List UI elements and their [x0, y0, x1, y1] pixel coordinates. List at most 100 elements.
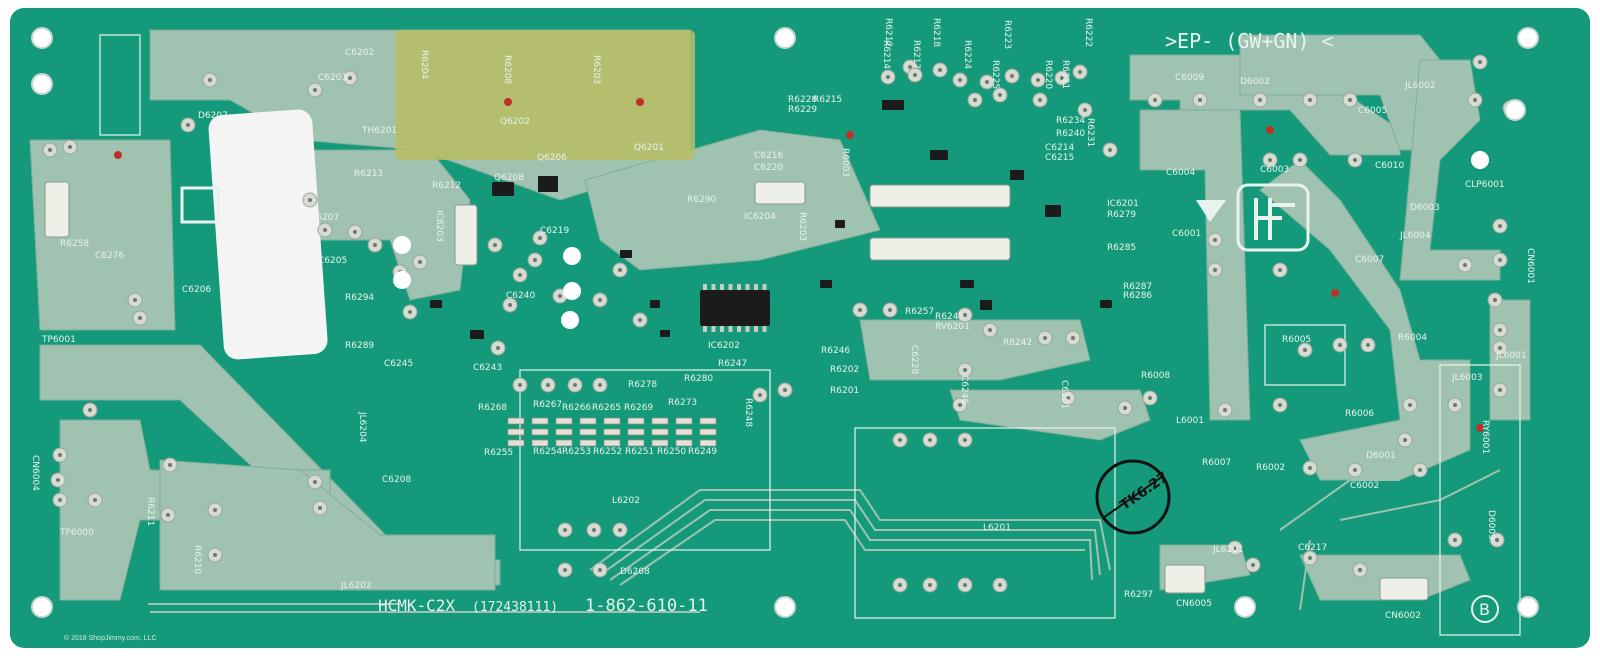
pad-hole: [1233, 546, 1237, 550]
ref-label-c6207: C6207: [310, 213, 339, 223]
resistor-row: [579, 417, 597, 425]
ref-label-q6206: Q6206: [537, 153, 567, 163]
pad-hole: [1353, 468, 1357, 472]
ref-label-ic6203: IC6203: [434, 210, 444, 242]
pad-hole: [1198, 98, 1202, 102]
ref-label-r6204: R6204: [419, 50, 429, 79]
pad-hole: [998, 93, 1002, 97]
ref-label-r6003: R6003: [840, 148, 850, 177]
ref-label-c6206: C6206: [182, 285, 211, 295]
corner-mark-letter: B: [1479, 600, 1490, 619]
ref-label-c6243: C6243: [473, 363, 502, 373]
pad-hole: [592, 528, 596, 532]
ic-pin: [728, 284, 733, 290]
resistor-row: [675, 439, 693, 447]
reference-labels: C6202C6203D6207TH6201Q6202Q6201Q6208Q620…: [30, 18, 1535, 621]
pad-hole: [998, 583, 1002, 587]
pad-hole: [508, 303, 512, 307]
pad-hole: [1453, 403, 1457, 407]
ref-label-r6002: R6002: [1256, 463, 1285, 473]
ref-label-c6001: C6001: [1172, 229, 1201, 239]
ref-label-d6003: D6003: [1410, 203, 1440, 213]
ref-label-c6240: C6240: [506, 291, 535, 301]
ref-label-r6253: R6253: [562, 447, 591, 457]
ref-label-r6215: R6215: [813, 95, 842, 105]
red-mark: [1331, 289, 1339, 297]
ref-label-r6268: R6268: [478, 403, 507, 413]
pad-hole: [888, 308, 892, 312]
pad-hole: [1498, 388, 1502, 392]
red-mark: [1476, 424, 1484, 432]
pad-hole: [1495, 538, 1499, 542]
through-hole: [563, 282, 581, 300]
pad-hole: [493, 243, 497, 247]
resistor-row: [507, 439, 525, 447]
ref-label-ic6204: IC6204: [744, 212, 776, 222]
pad-hole: [618, 268, 622, 272]
ref-label-r6249: R6249: [688, 447, 717, 457]
ref-label-r6210: R6210: [192, 545, 202, 574]
resistor-row: [531, 439, 549, 447]
through-hole: [393, 271, 411, 289]
pad-hole: [1010, 74, 1014, 78]
ref-label-d6009: D6009: [1486, 510, 1496, 540]
ref-label-r6279: R6279: [1107, 210, 1136, 220]
pad-hole: [1223, 408, 1227, 412]
resistor-row: [651, 417, 669, 425]
pad-hole: [1473, 98, 1477, 102]
ref-label-q6202: Q6202: [500, 117, 530, 127]
pad-hole: [168, 463, 172, 467]
ref-label-l6001: L6001: [1176, 416, 1204, 426]
pad-hole: [138, 316, 142, 320]
ref-label-tp6001: TP6001: [41, 335, 76, 345]
through-hole: [1471, 151, 1489, 169]
smd-part: [1010, 170, 1024, 180]
fine-traces: [148, 469, 1501, 613]
ref-label-d6002: D6002: [1240, 77, 1270, 87]
pad-hole: [1308, 466, 1312, 470]
ref-label-jl6202: JL6202: [340, 581, 372, 591]
ic-pin: [711, 284, 716, 290]
pad-hole: [353, 230, 357, 234]
pad-hole: [898, 583, 902, 587]
pad-hole: [1278, 268, 1282, 272]
pad-hole: [308, 198, 312, 202]
pad-hole: [373, 243, 377, 247]
ref-label-r6286: R6286: [1123, 291, 1152, 301]
ref-label-jl6003: JL6003: [1451, 373, 1483, 383]
ref-label-th6201: TH6201: [361, 126, 397, 136]
ref-label-r6258: R6258: [60, 239, 89, 249]
smd-part: [1045, 205, 1061, 217]
pad-hole: [1153, 98, 1157, 102]
pad-hole: [598, 298, 602, 302]
pad-hole: [1498, 328, 1502, 332]
ref-label-ic6201: IC6201: [1107, 199, 1139, 209]
pad-hole: [538, 236, 542, 240]
pad-hole: [783, 388, 787, 392]
ref-label-r6201: R6201: [830, 386, 859, 396]
ref-label-r6297: R6297: [1124, 590, 1153, 600]
ref-label-r6273: R6273: [668, 398, 697, 408]
ref-label-jl6002: JL6002: [1404, 81, 1436, 91]
pad-hole: [1348, 98, 1352, 102]
ref-label-cn6004: CN6004: [30, 455, 40, 491]
resistor-row: [579, 439, 597, 447]
ref-label-tp6000: TP6000: [59, 528, 94, 538]
pad-hole: [558, 294, 562, 298]
pad-hole: [573, 383, 577, 387]
pad-hole: [958, 403, 962, 407]
resistor-row: [579, 428, 597, 436]
mount-hole: [1234, 596, 1256, 618]
ref-label-c6220: C6220: [754, 163, 783, 173]
pad-hole: [1060, 76, 1064, 80]
pad-hole: [858, 308, 862, 312]
ref-label-r6223: R6223: [1002, 20, 1012, 49]
pad-hole: [208, 78, 212, 82]
ref-label-r6294: R6294: [345, 293, 374, 303]
pad-hole: [988, 328, 992, 332]
smd-part: [820, 280, 832, 288]
ref-label-r6213: R6213: [354, 169, 383, 179]
pad-hole: [1478, 60, 1482, 64]
resistor-row: [507, 417, 525, 425]
